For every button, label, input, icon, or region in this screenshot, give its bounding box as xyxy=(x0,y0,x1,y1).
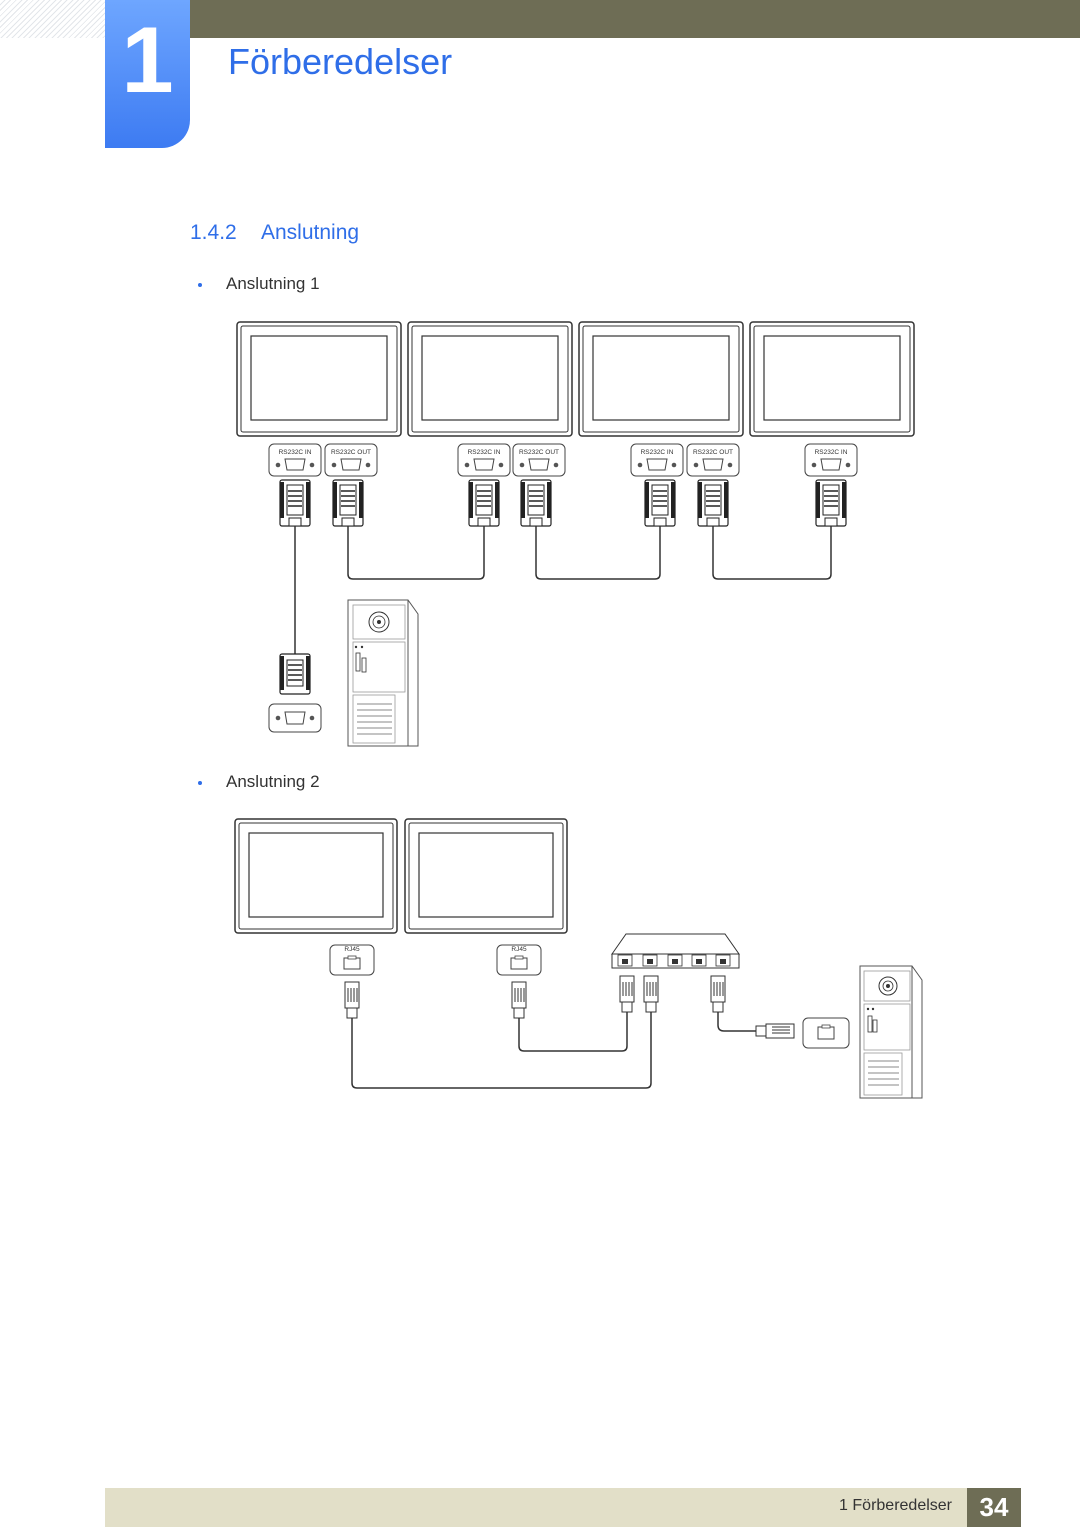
section-title: Anslutning xyxy=(261,221,360,244)
rj45-connection-diagram: RJ45 RJ45 xyxy=(234,818,923,1099)
rs232c-cables xyxy=(294,526,832,654)
pc-tower-icon xyxy=(347,599,419,747)
header-bar xyxy=(190,0,1080,38)
chapter-number: 1 xyxy=(121,7,174,112)
display-monitor-2 xyxy=(407,321,573,437)
display-monitor-2 xyxy=(404,818,568,934)
rs232c-plug-icon xyxy=(644,479,676,527)
rj45-label: RJ45 xyxy=(344,946,360,953)
display-monitor-1 xyxy=(234,818,398,934)
pc-rs232c-plug-icon xyxy=(279,653,311,695)
rj45-plug-icon xyxy=(710,975,726,1019)
display-monitor-4 xyxy=(749,321,915,437)
rj45-plug-icon xyxy=(344,981,360,1025)
pc-tower-icon xyxy=(859,965,923,1099)
rs232c-out-label: RS232C OUT xyxy=(519,449,559,456)
footer-chapter-label: 1 Förberedelser xyxy=(839,1497,952,1514)
footer-bar xyxy=(105,1488,967,1527)
rj45-plug-icon xyxy=(619,975,635,1019)
connection-2-label: Anslutning 2 xyxy=(226,772,320,791)
rs232c-plug-icon xyxy=(279,479,311,527)
rj45-label: RJ45 xyxy=(511,946,527,953)
rs232c-out-label: RS232C OUT xyxy=(331,449,371,456)
rs232c-out-label: RS232C OUT xyxy=(693,449,733,456)
pc-rs232c-port xyxy=(268,703,322,733)
rs232c-in-label: RS232C IN xyxy=(468,449,501,456)
chapter-title: Förberedelser xyxy=(228,41,453,82)
pc-rj45-port xyxy=(802,1017,850,1049)
pc-rj45-plug-icon xyxy=(755,1023,795,1039)
header-hatch-pattern xyxy=(0,0,105,38)
rs232c-plug-icon xyxy=(697,479,729,527)
network-switch-icon xyxy=(611,933,740,969)
rs232c-in-label: RS232C IN xyxy=(641,449,674,456)
connection-1-label: Anslutning 1 xyxy=(226,274,320,293)
rj45-plug-icon xyxy=(511,981,527,1025)
rs232c-in-label: RS232C IN xyxy=(815,449,848,456)
rs232c-plug-icon xyxy=(815,479,847,527)
chapter-tab xyxy=(105,0,190,148)
page-number: 34 xyxy=(979,1492,1009,1522)
rs232c-plug-icon xyxy=(520,479,552,527)
rj45-plug-icon xyxy=(643,975,659,1019)
rs232c-plug-icon xyxy=(468,479,500,527)
rs232c-in-label: RS232C IN xyxy=(279,449,312,456)
rs232c-connection-diagram: RS232C IN RS232C OUT RS232C IN RS232C OU… xyxy=(236,321,915,747)
page-number-box xyxy=(967,1488,1021,1527)
bullet-icon xyxy=(198,781,202,785)
display-monitor-3 xyxy=(578,321,744,437)
display-monitor-1 xyxy=(236,321,402,437)
section-number: 1.4.2 xyxy=(190,221,237,244)
rs232c-plug-icon xyxy=(332,479,364,527)
bullet-icon xyxy=(198,283,202,287)
rj45-cables xyxy=(351,1018,756,1089)
